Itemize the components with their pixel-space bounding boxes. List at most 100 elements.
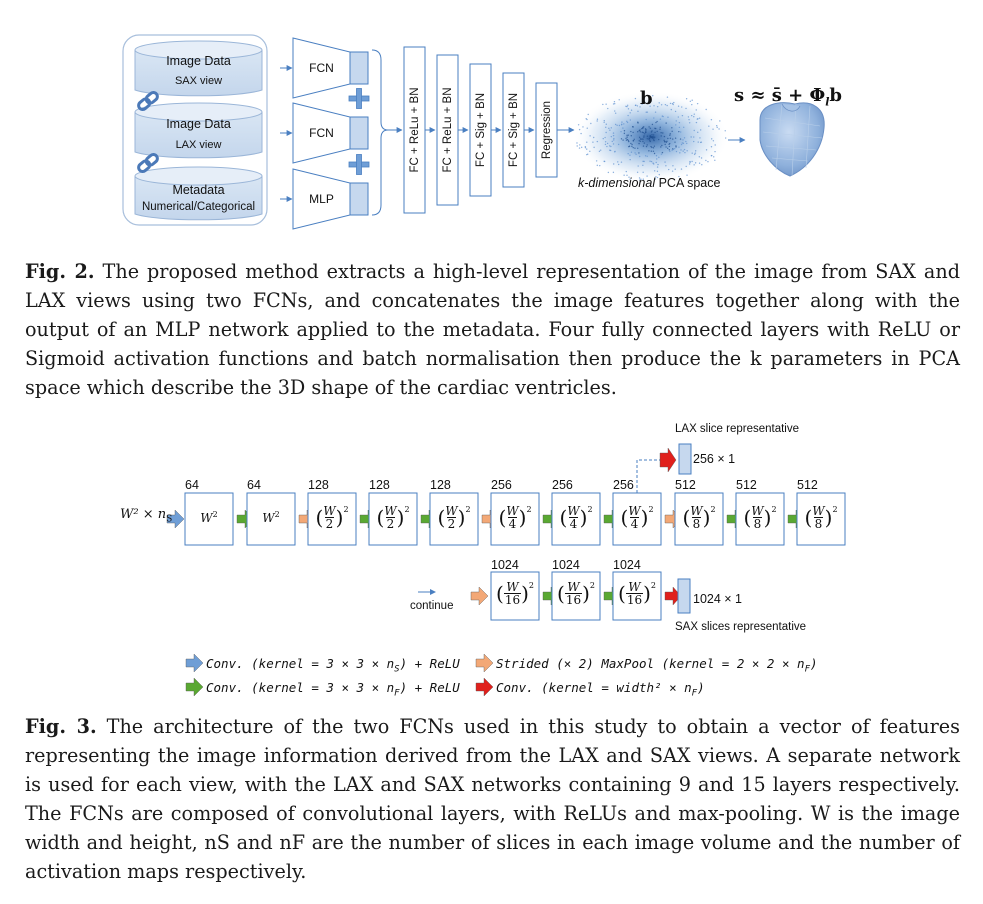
legend-red-arrow <box>475 677 494 697</box>
inputs-frame <box>122 34 268 226</box>
filter-count: 1024 <box>552 558 580 572</box>
filter-count: 512 <box>675 478 696 492</box>
pca-space-label: k-dimensional PCA space <box>578 176 721 190</box>
input-size-label: W² × nS <box>120 507 173 525</box>
feature-vector <box>349 182 369 216</box>
filter-count: 512 <box>736 478 757 492</box>
layer-label: FC + Sig + BN <box>507 92 520 168</box>
sax-size: 1024 × 1 <box>693 592 743 606</box>
lax-vector <box>678 443 692 475</box>
feature-vector <box>349 116 369 150</box>
legend-orange-arrow <box>475 653 494 673</box>
layer-label: Regression <box>540 100 553 160</box>
input-title-sax: Image Data <box>166 54 231 68</box>
figure-3: LAX slice representative 256 × 1 SAX sli… <box>0 420 983 700</box>
cylinder-metadata <box>134 166 263 221</box>
concat-bracket <box>371 49 389 216</box>
dashed-connector <box>636 459 664 493</box>
fig2-diagram <box>122 34 825 230</box>
layer-box <box>796 492 846 546</box>
layer-dimension: W2 <box>262 510 280 525</box>
layer-dimension: W2 <box>200 510 218 525</box>
plus-icon <box>348 88 370 109</box>
link-icon <box>137 91 159 111</box>
fig3-diagram <box>166 443 846 697</box>
net-label-fcn-sax: FCN <box>309 61 334 75</box>
link-icon <box>137 153 159 173</box>
input-subtitle-metadata: Numerical/Categorical <box>141 201 256 213</box>
filter-count: 128 <box>369 478 390 492</box>
layer-box <box>368 492 418 546</box>
layer-box <box>307 492 357 546</box>
b-label: b <box>640 88 653 109</box>
net-label-mlp: MLP <box>309 192 334 206</box>
input-subtitle-sax: SAX view <box>174 75 223 87</box>
layer-box <box>735 492 785 546</box>
filter-count: 256 <box>552 478 573 492</box>
layer-box <box>490 571 540 621</box>
figure-2: Image Data SAX view Image Data LAX view … <box>0 0 983 245</box>
heart-mesh-icon <box>759 102 825 177</box>
layer-label: FC + ReLu + BN <box>441 87 454 173</box>
filter-count: 64 <box>185 478 199 492</box>
red-conv-arrow <box>659 447 677 473</box>
layer-box <box>490 492 540 546</box>
figure-3-caption: Fig. 3. The architecture of the two FCNs… <box>25 712 960 886</box>
plus-icon <box>348 154 370 175</box>
net-label-fcn-lax: FCN <box>309 126 334 140</box>
filter-count: 128 <box>308 478 329 492</box>
caption-text: The architecture of the two FCNs used in… <box>25 715 960 883</box>
layer-box <box>612 571 662 621</box>
continue-label: continue <box>410 600 454 612</box>
continue-arrowhead <box>430 589 436 595</box>
red-conv-arrow <box>664 586 682 606</box>
layer-box <box>246 492 296 546</box>
filter-count: 1024 <box>491 558 519 572</box>
caption-text: The proposed method extracts a high-leve… <box>25 260 961 399</box>
legend-green-arrow <box>185 677 204 697</box>
filter-count: 1024 <box>613 558 641 572</box>
layer-box <box>612 492 662 546</box>
layer-box <box>551 571 601 621</box>
input-title-metadata: Metadata <box>172 183 225 197</box>
conv-ns-arrow <box>166 509 185 529</box>
lax-representative-title: LAX slice representative <box>675 423 800 435</box>
orange-arrow <box>470 586 489 606</box>
caption-label: Fig. 3. <box>25 715 97 738</box>
layer-box <box>429 492 479 546</box>
layer-label: FC + Sig + BN <box>474 92 487 168</box>
filter-count: 256 <box>491 478 512 492</box>
filter-count: 256 <box>613 478 634 492</box>
legend-conv-ns: Conv. (kernel = 3 × 3 × nS) + ReLU <box>206 656 460 675</box>
layer-box <box>674 492 724 546</box>
sax-vector <box>677 578 691 614</box>
figure-2-caption: Fig. 2. The proposed method extracts a h… <box>25 257 960 402</box>
legend-maxpool: Strided (× 2) MaxPool (kernel = 2 × 2 × … <box>496 656 818 675</box>
cylinder-sax <box>134 40 263 97</box>
layer-box <box>551 492 601 546</box>
shape-equation: s ≈ s̄ + Φlb <box>734 85 842 109</box>
cylinder-lax <box>134 102 263 159</box>
input-title-lax: Image Data <box>166 117 231 131</box>
caption-label: Fig. 2. <box>25 260 95 283</box>
input-subtitle-lax: LAX view <box>175 139 222 151</box>
filter-count: 512 <box>797 478 818 492</box>
lax-size: 256 × 1 <box>693 452 736 466</box>
filter-count: 128 <box>430 478 451 492</box>
legend-conv-nf: Conv. (kernel = 3 × 3 × nF) + ReLU <box>206 680 460 699</box>
filter-count: 64 <box>247 478 261 492</box>
pca-points <box>576 94 727 181</box>
layer-label: FC + ReLu + BN <box>408 87 421 173</box>
